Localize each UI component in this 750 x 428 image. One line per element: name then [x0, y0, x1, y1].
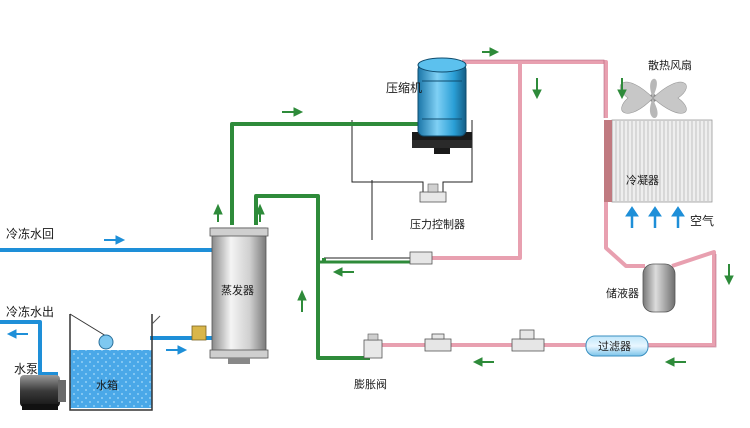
- fan-label: 散热风扇: [648, 59, 692, 72]
- inline-valves: [409, 251, 545, 352]
- filter-label: 过滤器: [598, 340, 631, 353]
- pressure-controller: [419, 183, 447, 203]
- control-lines: [324, 120, 473, 259]
- air-label: 空气: [690, 214, 715, 228]
- arrow-left-icon: [664, 357, 686, 367]
- water-flow-arrows: [6, 235, 188, 355]
- flow-arrows: [213, 47, 734, 367]
- arrow-right-icon: [482, 47, 500, 57]
- arrow-up-icon: [297, 289, 307, 312]
- arrow-left-icon: [472, 357, 494, 367]
- air-arrow-2-icon: [648, 206, 662, 228]
- arrow-right-icon: [166, 345, 188, 355]
- receiver-label: 储液器: [606, 287, 639, 300]
- evaporator-label: 蒸发器: [221, 284, 254, 297]
- outlet-water-label: 冷冻水出: [6, 305, 55, 319]
- arrow-right-icon: [104, 235, 126, 245]
- tank-label: 水箱: [96, 379, 118, 392]
- water-tank: [69, 313, 161, 411]
- arrow-up-icon: [255, 203, 265, 222]
- arrow-left-icon: [6, 329, 28, 339]
- arrow-left-icon: [332, 267, 354, 277]
- pressure-controller-label: 压力控制器: [410, 218, 465, 231]
- pump-label: 水泵: [14, 362, 39, 376]
- compressor-label: 压缩机: [386, 81, 423, 95]
- filter: [585, 335, 649, 357]
- air-arrows: [625, 206, 685, 228]
- expansion-valve: [363, 333, 383, 359]
- air-arrow-1-icon: [625, 206, 639, 228]
- expansion-valve-label: 膨胀阀: [354, 378, 387, 391]
- condenser: [604, 119, 713, 203]
- pump: [20, 375, 66, 410]
- discharge-pipe-outline: [462, 59, 717, 348]
- compressor: [412, 57, 472, 154]
- air-arrow-3-icon: [671, 206, 685, 228]
- arrow-down-icon: [617, 78, 627, 100]
- evaporator: [191, 227, 269, 364]
- arrow-up-icon: [213, 203, 223, 222]
- arrow-down-icon: [532, 78, 542, 100]
- receiver: [642, 263, 676, 313]
- return-water-label: 冷冻水回: [6, 227, 55, 241]
- arrow-right-icon: [282, 107, 304, 117]
- fan-icon: [619, 78, 687, 119]
- discharge-liquid-pipe: [382, 60, 716, 347]
- condenser-label: 冷凝器: [626, 174, 659, 187]
- arrow-down-icon: [724, 264, 734, 286]
